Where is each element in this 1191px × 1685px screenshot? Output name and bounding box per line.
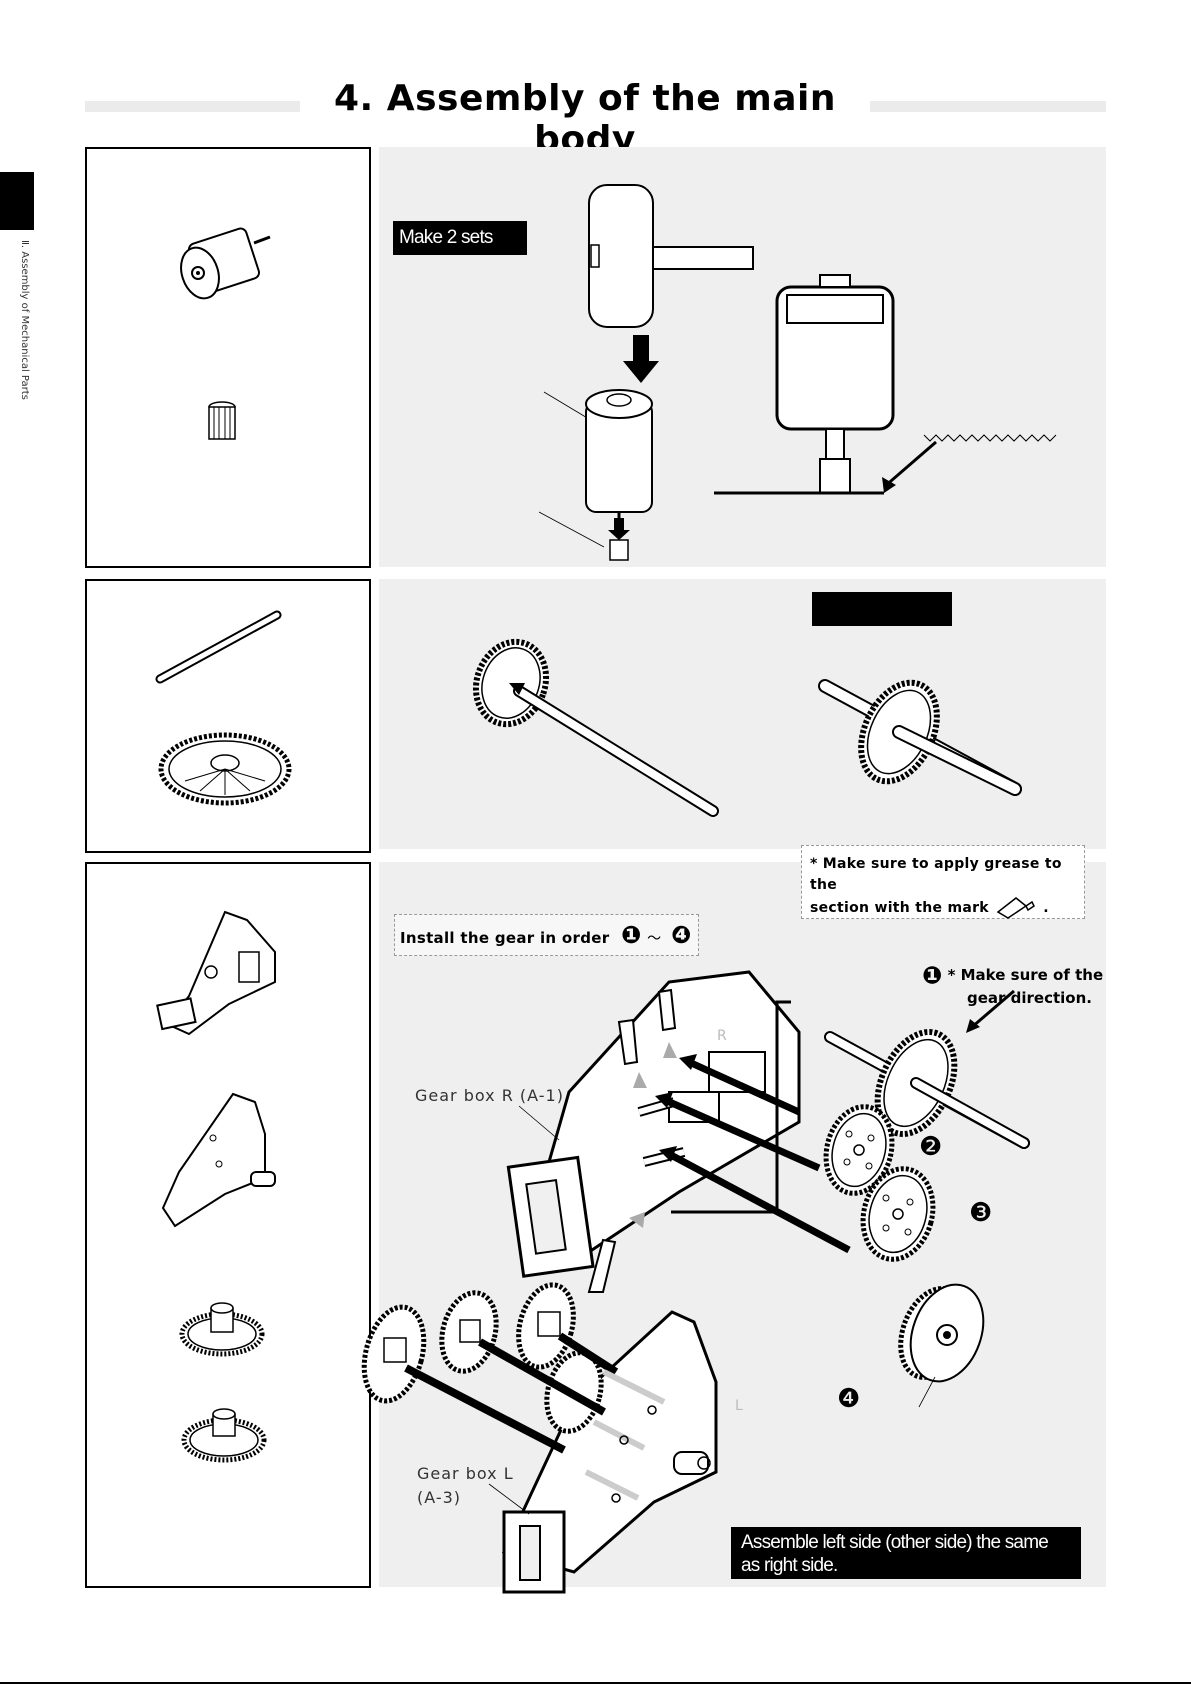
gearbox-l-label-line1: Gear box L (417, 1464, 514, 1483)
gearbox-r-leader (518, 1105, 560, 1141)
grease-tube-icon (996, 897, 1036, 919)
gear-shaft-insert-icon (472, 638, 719, 817)
gearbox-l-icon (161, 1092, 276, 1228)
make-2-sets-label: Make 2 sets (393, 221, 527, 255)
direction-note: ❶ * Make sure of the gear direction. (922, 964, 1112, 1009)
parts-box-step1 (85, 147, 371, 568)
gear2-number: ❷ (919, 1132, 943, 1162)
marker-r: R (717, 1028, 727, 1044)
step2-black-tab (812, 592, 952, 626)
order-start-number: ❶ (620, 921, 642, 949)
grease-note-line1: * Make sure to apply grease to the (810, 856, 1062, 893)
gear4-icon (898, 1283, 985, 1408)
step2-panel (379, 579, 1106, 849)
gear1-shaft-icon (824, 989, 1030, 1149)
assemble-left-side-line1: Assemble left side (other side) the same (741, 1532, 1049, 1553)
chapter-tab (0, 172, 34, 230)
motor-icon (180, 227, 271, 300)
marker-l: L (735, 1398, 743, 1414)
crown-gear-icon (158, 732, 292, 806)
gearbox-r-icon (156, 910, 276, 1036)
grease-note-line2: section with the mark . (810, 896, 1084, 920)
assemble-left-side-label: Assemble left side (other side) the same… (731, 1527, 1081, 1579)
gearbox-l-label-line2: (A-3) (417, 1488, 462, 1507)
gear2-icon (823, 1104, 895, 1196)
gear3-icon (860, 1166, 936, 1262)
grease-note-box: * Make sure to apply grease to the secti… (801, 845, 1085, 919)
hammer-icon (588, 184, 754, 328)
press-arrow-icon (623, 335, 659, 383)
motor-pinion-assembly-icon (538, 389, 653, 561)
step3-panel: Install the gear in order ❶ 〜 ❹ * Make s… (361, 845, 1106, 1594)
direction-note-line1: * Make sure of the (947, 966, 1104, 984)
order-end-number: ❹ (670, 921, 692, 949)
bottom-rule (0, 1682, 1191, 1684)
gearbox-r-assembly-icon (506, 970, 801, 1293)
parts-box-step2 (85, 579, 371, 853)
shaft-icon (155, 610, 282, 684)
assembly-arrows (655, 1000, 851, 1254)
pinion-gear-icon (208, 401, 236, 440)
install-order-text: Install the gear in order (400, 929, 610, 947)
spur-gear-large-icon (181, 1408, 267, 1463)
grease-note-line2-end: . (1043, 900, 1049, 916)
order-separator: 〜 (647, 931, 662, 947)
gearbox-l-label: Gear box L (A-3) (417, 1462, 514, 1510)
gear-on-shaft-icon (818, 679, 1022, 796)
title-bar-right (860, 101, 1106, 112)
page-title: 4. Assembly of the main body (300, 78, 870, 160)
title-bar-left (85, 101, 315, 112)
gearbox-l-assembly-icon (361, 1282, 718, 1594)
direction-number: ❶ (922, 961, 943, 990)
press-jig-icon (714, 274, 1057, 495)
parts-box-step3 (85, 862, 371, 1588)
install-order-box: Install the gear in order ❶ 〜 ❹ (394, 914, 699, 956)
gear4-number: ❹ (837, 1384, 861, 1414)
gearbox-r-label: Gear box R (A-1) (415, 1086, 564, 1105)
assemble-left-side-line2: as right side. (741, 1555, 838, 1576)
step1-panel: Make 2 sets (379, 147, 1106, 567)
chapter-label: Ⅱ. Assembly of Mechanical Parts (19, 240, 30, 400)
gearbox-l-leader (488, 1483, 530, 1515)
grease-note-line2-text: section with the mark (810, 900, 989, 916)
direction-note-line2: gear direction. (967, 988, 1092, 1007)
spur-gear-small-icon (179, 1302, 265, 1357)
gear3-number: ❸ (969, 1198, 993, 1228)
